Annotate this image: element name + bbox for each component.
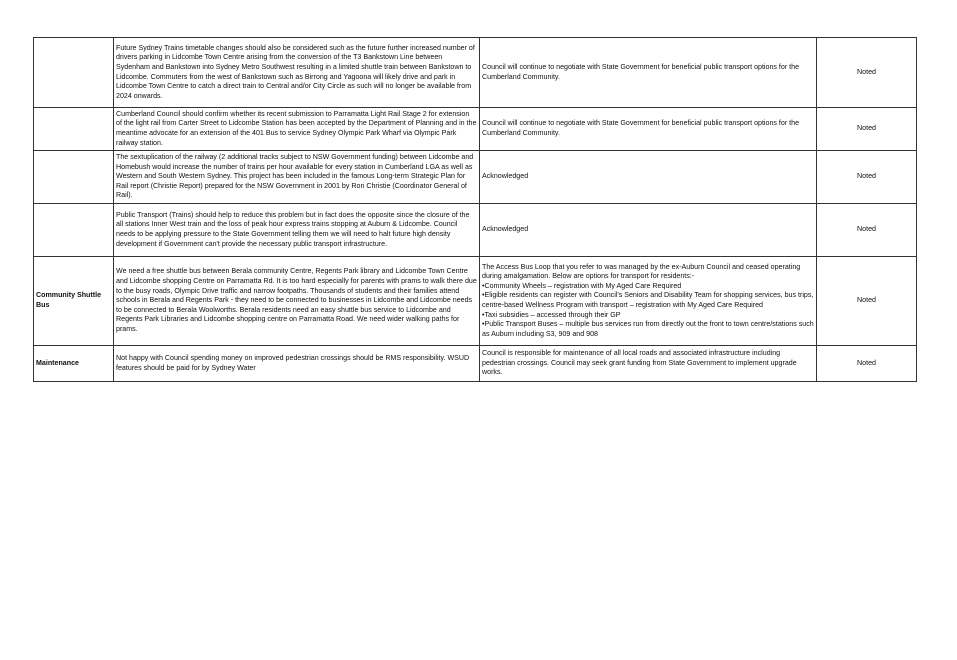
response-text: Council will continue to negotiate with … bbox=[482, 119, 800, 137]
table-row: Cumberland Council should confirm whethe… bbox=[33, 107, 917, 151]
response-text: The Access Bus Loop that you refer to wa… bbox=[482, 262, 801, 281]
submissions-table-body: Future Sydney Trains timetable changes s… bbox=[33, 37, 917, 382]
table-row: The sextuplication of the railway (2 add… bbox=[33, 150, 917, 204]
response-cell: Acknowledged bbox=[479, 203, 817, 257]
submission-cell: Not happy with Council spending money on… bbox=[113, 345, 480, 382]
topic-cell: Community Shuttle Bus bbox=[33, 256, 114, 346]
response-bullet: •Public Transport Buses – multiple bus s… bbox=[482, 320, 814, 338]
topic-cell: Maintenance bbox=[33, 345, 114, 382]
topic-cell bbox=[33, 150, 114, 204]
outcome-cell: Noted bbox=[816, 203, 917, 257]
topic-cell bbox=[33, 203, 114, 257]
table-row: Public Transport (Trains) should help to… bbox=[33, 203, 917, 257]
submission-cell: We need a free shuttle bus between Beral… bbox=[113, 256, 480, 346]
table-row: Future Sydney Trains timetable changes s… bbox=[33, 37, 917, 108]
response-cell: Acknowledged bbox=[479, 150, 817, 204]
submission-cell: Public Transport (Trains) should help to… bbox=[113, 203, 480, 257]
outcome-cell: Noted bbox=[816, 345, 917, 382]
response-text: Acknowledged bbox=[482, 225, 529, 234]
response-text: Acknowledged bbox=[482, 172, 529, 181]
submission-cell: The sextuplication of the railway (2 add… bbox=[113, 150, 480, 204]
response-cell: Council is responsible for maintenance o… bbox=[479, 345, 817, 382]
outcome-cell: Noted bbox=[816, 107, 917, 151]
response-cell: Council will continue to negotiate with … bbox=[479, 107, 817, 151]
submissions-table: Future Sydney Trains timetable changes s… bbox=[33, 37, 917, 382]
outcome-cell: Noted bbox=[816, 150, 917, 204]
topic-cell bbox=[33, 37, 114, 108]
response-text: Council is responsible for maintenance o… bbox=[482, 349, 797, 377]
response-cell: The Access Bus Loop that you refer to wa… bbox=[479, 256, 817, 346]
response-text: Council will continue to negotiate with … bbox=[482, 62, 800, 81]
outcome-cell: Noted bbox=[816, 37, 917, 108]
response-bullet: •Taxi subsidies – accessed through their… bbox=[482, 310, 621, 319]
response-bullet: •Community Wheels – registration with My… bbox=[482, 281, 682, 290]
topic-cell bbox=[33, 107, 114, 151]
response-bullet: •Eligible residents can register with Co… bbox=[482, 291, 814, 309]
submission-cell: Cumberland Council should confirm whethe… bbox=[113, 107, 480, 151]
outcome-cell: Noted bbox=[816, 256, 917, 346]
submission-cell: Future Sydney Trains timetable changes s… bbox=[113, 37, 480, 108]
table-row: Community Shuttle Bus We need a free shu… bbox=[33, 256, 917, 346]
response-cell: Council will continue to negotiate with … bbox=[479, 37, 817, 108]
table-row: Maintenance Not happy with Council spend… bbox=[33, 345, 917, 382]
